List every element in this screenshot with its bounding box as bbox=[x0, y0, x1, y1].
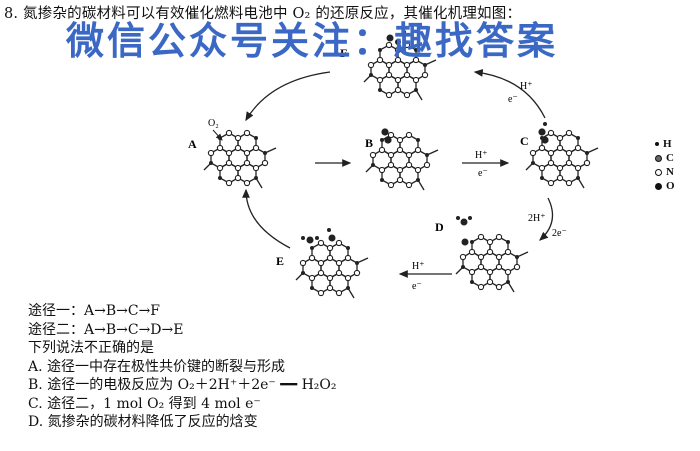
arrow-label: H⁺ bbox=[412, 261, 425, 272]
legend-item-c: C bbox=[655, 151, 675, 165]
arrow-label: H⁺ bbox=[475, 150, 488, 161]
watermark: 微信公众号关注：趣找答案 bbox=[66, 19, 559, 63]
structure-F: F bbox=[340, 30, 437, 101]
legend-item-n: N bbox=[655, 165, 675, 179]
legend-item-o: O bbox=[655, 179, 675, 193]
oxygen-atom bbox=[381, 128, 389, 136]
arrow-C-to-F bbox=[473, 69, 546, 119]
hydrogen-atom bbox=[402, 30, 406, 34]
structure-E: E bbox=[276, 228, 369, 299]
question-body: 途径一：A→B→C→F 途径二：A→B→C→D→E 下列说法不正确的是 A. 途… bbox=[28, 302, 337, 432]
question-title: 8. 氮掺杂的碳材料可以有效催化燃料电池中 O₂ 的还原反应，其催化机理如图： bbox=[4, 6, 522, 22]
path-one-text: 途径一：A→B→C→F bbox=[28, 303, 161, 319]
arrow-label: e⁻ bbox=[412, 281, 422, 292]
option-b: B. 途径一的电极反应为 O₂＋2H⁺＋2e⁻ ━━ H₂O₂ bbox=[28, 377, 337, 393]
hydrogen-atom bbox=[315, 236, 319, 240]
legend-item-h: H bbox=[655, 137, 675, 151]
oxygen-atom bbox=[384, 136, 392, 144]
oxygen-atom bbox=[460, 218, 468, 226]
arrow-label: e⁻ bbox=[478, 168, 488, 179]
oxygen-atom bbox=[541, 136, 549, 144]
path-two-text: 途径二：A→B→C→D→E bbox=[28, 321, 184, 338]
arrow-E-to-A bbox=[242, 188, 291, 249]
structure-B: B bbox=[365, 128, 439, 191]
arrow-label: 2H⁺ bbox=[528, 213, 546, 224]
node-label-C: C bbox=[520, 134, 529, 148]
node-label-F: F bbox=[340, 46, 347, 60]
oxygen-atom bbox=[386, 34, 394, 42]
atom-legend: H C N O bbox=[655, 137, 675, 193]
option-d: D. 氮掺杂的碳材料降低了反应的焓变 bbox=[28, 414, 258, 430]
node-label-A: A bbox=[188, 137, 197, 151]
oxygen-atom bbox=[538, 128, 546, 136]
oxygen-atom bbox=[461, 238, 469, 246]
o2-label: O₂ bbox=[208, 118, 219, 129]
arrow-label: e⁻ bbox=[508, 94, 518, 105]
oxygen-atom bbox=[395, 39, 401, 45]
oxygen-atom bbox=[328, 234, 336, 242]
node-label-D: D bbox=[435, 220, 444, 234]
node-label-E: E bbox=[276, 254, 284, 268]
arrow-label: 2e⁻ bbox=[552, 228, 567, 239]
hydrogen-atom bbox=[327, 228, 331, 232]
arrow-C-to-D bbox=[539, 197, 554, 241]
structure-A: A O₂ bbox=[188, 118, 277, 189]
oxygen-atom bbox=[306, 236, 314, 244]
option-a: A. 途径一中存在极性共价键的断裂与形成 bbox=[28, 358, 286, 375]
structure-D: D bbox=[435, 216, 529, 293]
hydrogen-atom bbox=[301, 236, 305, 240]
arrow-F-to-A bbox=[245, 71, 331, 122]
structure-C: C bbox=[520, 122, 599, 189]
node-label-B: B bbox=[365, 136, 373, 150]
hydrogen-atom bbox=[468, 216, 472, 220]
option-c: C. 途径二，1 mol O₂ 得到 4 mol e⁻ bbox=[28, 395, 261, 412]
arrow-label: H⁺ bbox=[520, 81, 533, 92]
hydrogen-atom bbox=[543, 122, 547, 126]
question-prompt: 下列说法不正确的是 bbox=[28, 340, 154, 356]
hydrogen-atom bbox=[456, 216, 460, 220]
